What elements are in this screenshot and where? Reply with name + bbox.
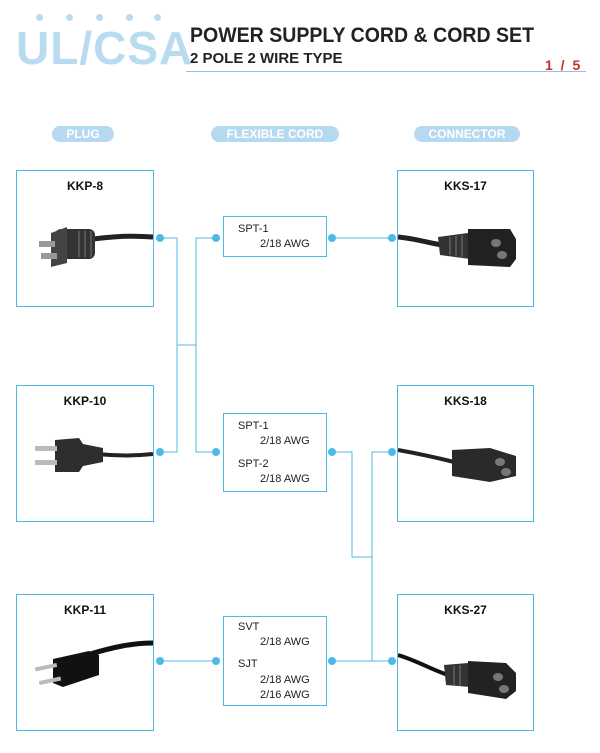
joint-dot [212,448,220,456]
cord-box-2[interactable]: SPT-1 2/18 AWG SPT-2 2/18 AWG [223,413,327,492]
joint-dot [212,657,220,665]
plug-card-kkp8[interactable]: KKP-8 [16,170,154,307]
column-label-flexible-cord: FLEXIBLE CORD [211,126,339,142]
plug-card-kkp10[interactable]: KKP-10 [16,385,154,522]
connector-name: KKS-27 [444,603,487,617]
column-label-plug: PLUG [52,126,114,142]
connector-name: KKS-17 [444,179,487,193]
cord-type: SPT-1 [238,420,269,432]
cord-bus-line [195,237,216,453]
plug-kkp10-icon [35,438,153,472]
column-label-connector: CONNECTOR [414,126,520,142]
brand-logo: UL/CSA [16,22,194,74]
cord-type: SVT [238,621,260,633]
joint-dot [388,448,396,456]
cord-type: SPT-2 [238,458,269,470]
cord-box-3[interactable]: SVT 2/18 AWG SJT 2/18 AWG 2/16 AWG [223,616,327,706]
connector-card-kks27[interactable]: KKS-27 [397,594,534,731]
page-number: 1 / 5 [545,57,583,73]
cord-awg: 2/16 AWG [260,689,310,701]
plug-bus-line [160,237,178,453]
cord-awg: 2/18 AWG [260,636,310,648]
cord-awg: 2/18 AWG [260,238,310,250]
joint-dot [156,657,164,665]
connector-bus-line [371,451,392,661]
joint-dot [156,448,164,456]
cord-type: SPT-1 [238,223,269,235]
joint-dot [388,234,396,242]
plug-kkp11-icon [34,640,153,687]
cord-awg: 2/18 AWG [260,674,310,686]
connector-kks17-icon [398,229,516,267]
connector-name: KKS-18 [444,394,487,408]
plug-name: KKP-11 [63,603,107,617]
joint-dot [328,657,336,665]
plug-name: KKP-10 [63,394,107,408]
cord-type: SJT [238,658,258,670]
cord2-to-bus-line [332,451,372,558]
joint-dot [388,657,396,665]
cord-box-1[interactable]: SPT-1 2/18 AWG [223,216,327,257]
connector-card-kks18[interactable]: KKS-18 [397,385,534,522]
joint-dot [328,448,336,456]
connector-kks27-icon [398,653,516,699]
page-title: POWER SUPPLY CORD & CORD SET [190,24,534,47]
plug-card-kkp11[interactable]: KKP-11 [16,594,154,731]
plug-kkp8-icon [39,227,153,267]
joint-dot [156,234,164,242]
cord-awg: 2/18 AWG [260,473,310,485]
connector-card-kks17[interactable]: KKS-17 [397,170,534,307]
connector-kks18-icon [398,448,516,482]
page-subtitle: 2 POLE 2 WIRE TYPE [190,50,343,67]
brand-dots [36,14,161,24]
joint-dot [328,234,336,242]
joint-dot [212,234,220,242]
header-divider [186,71,586,72]
plug-name: KKP-8 [66,179,103,193]
cord-awg: 2/18 AWG [260,435,310,447]
